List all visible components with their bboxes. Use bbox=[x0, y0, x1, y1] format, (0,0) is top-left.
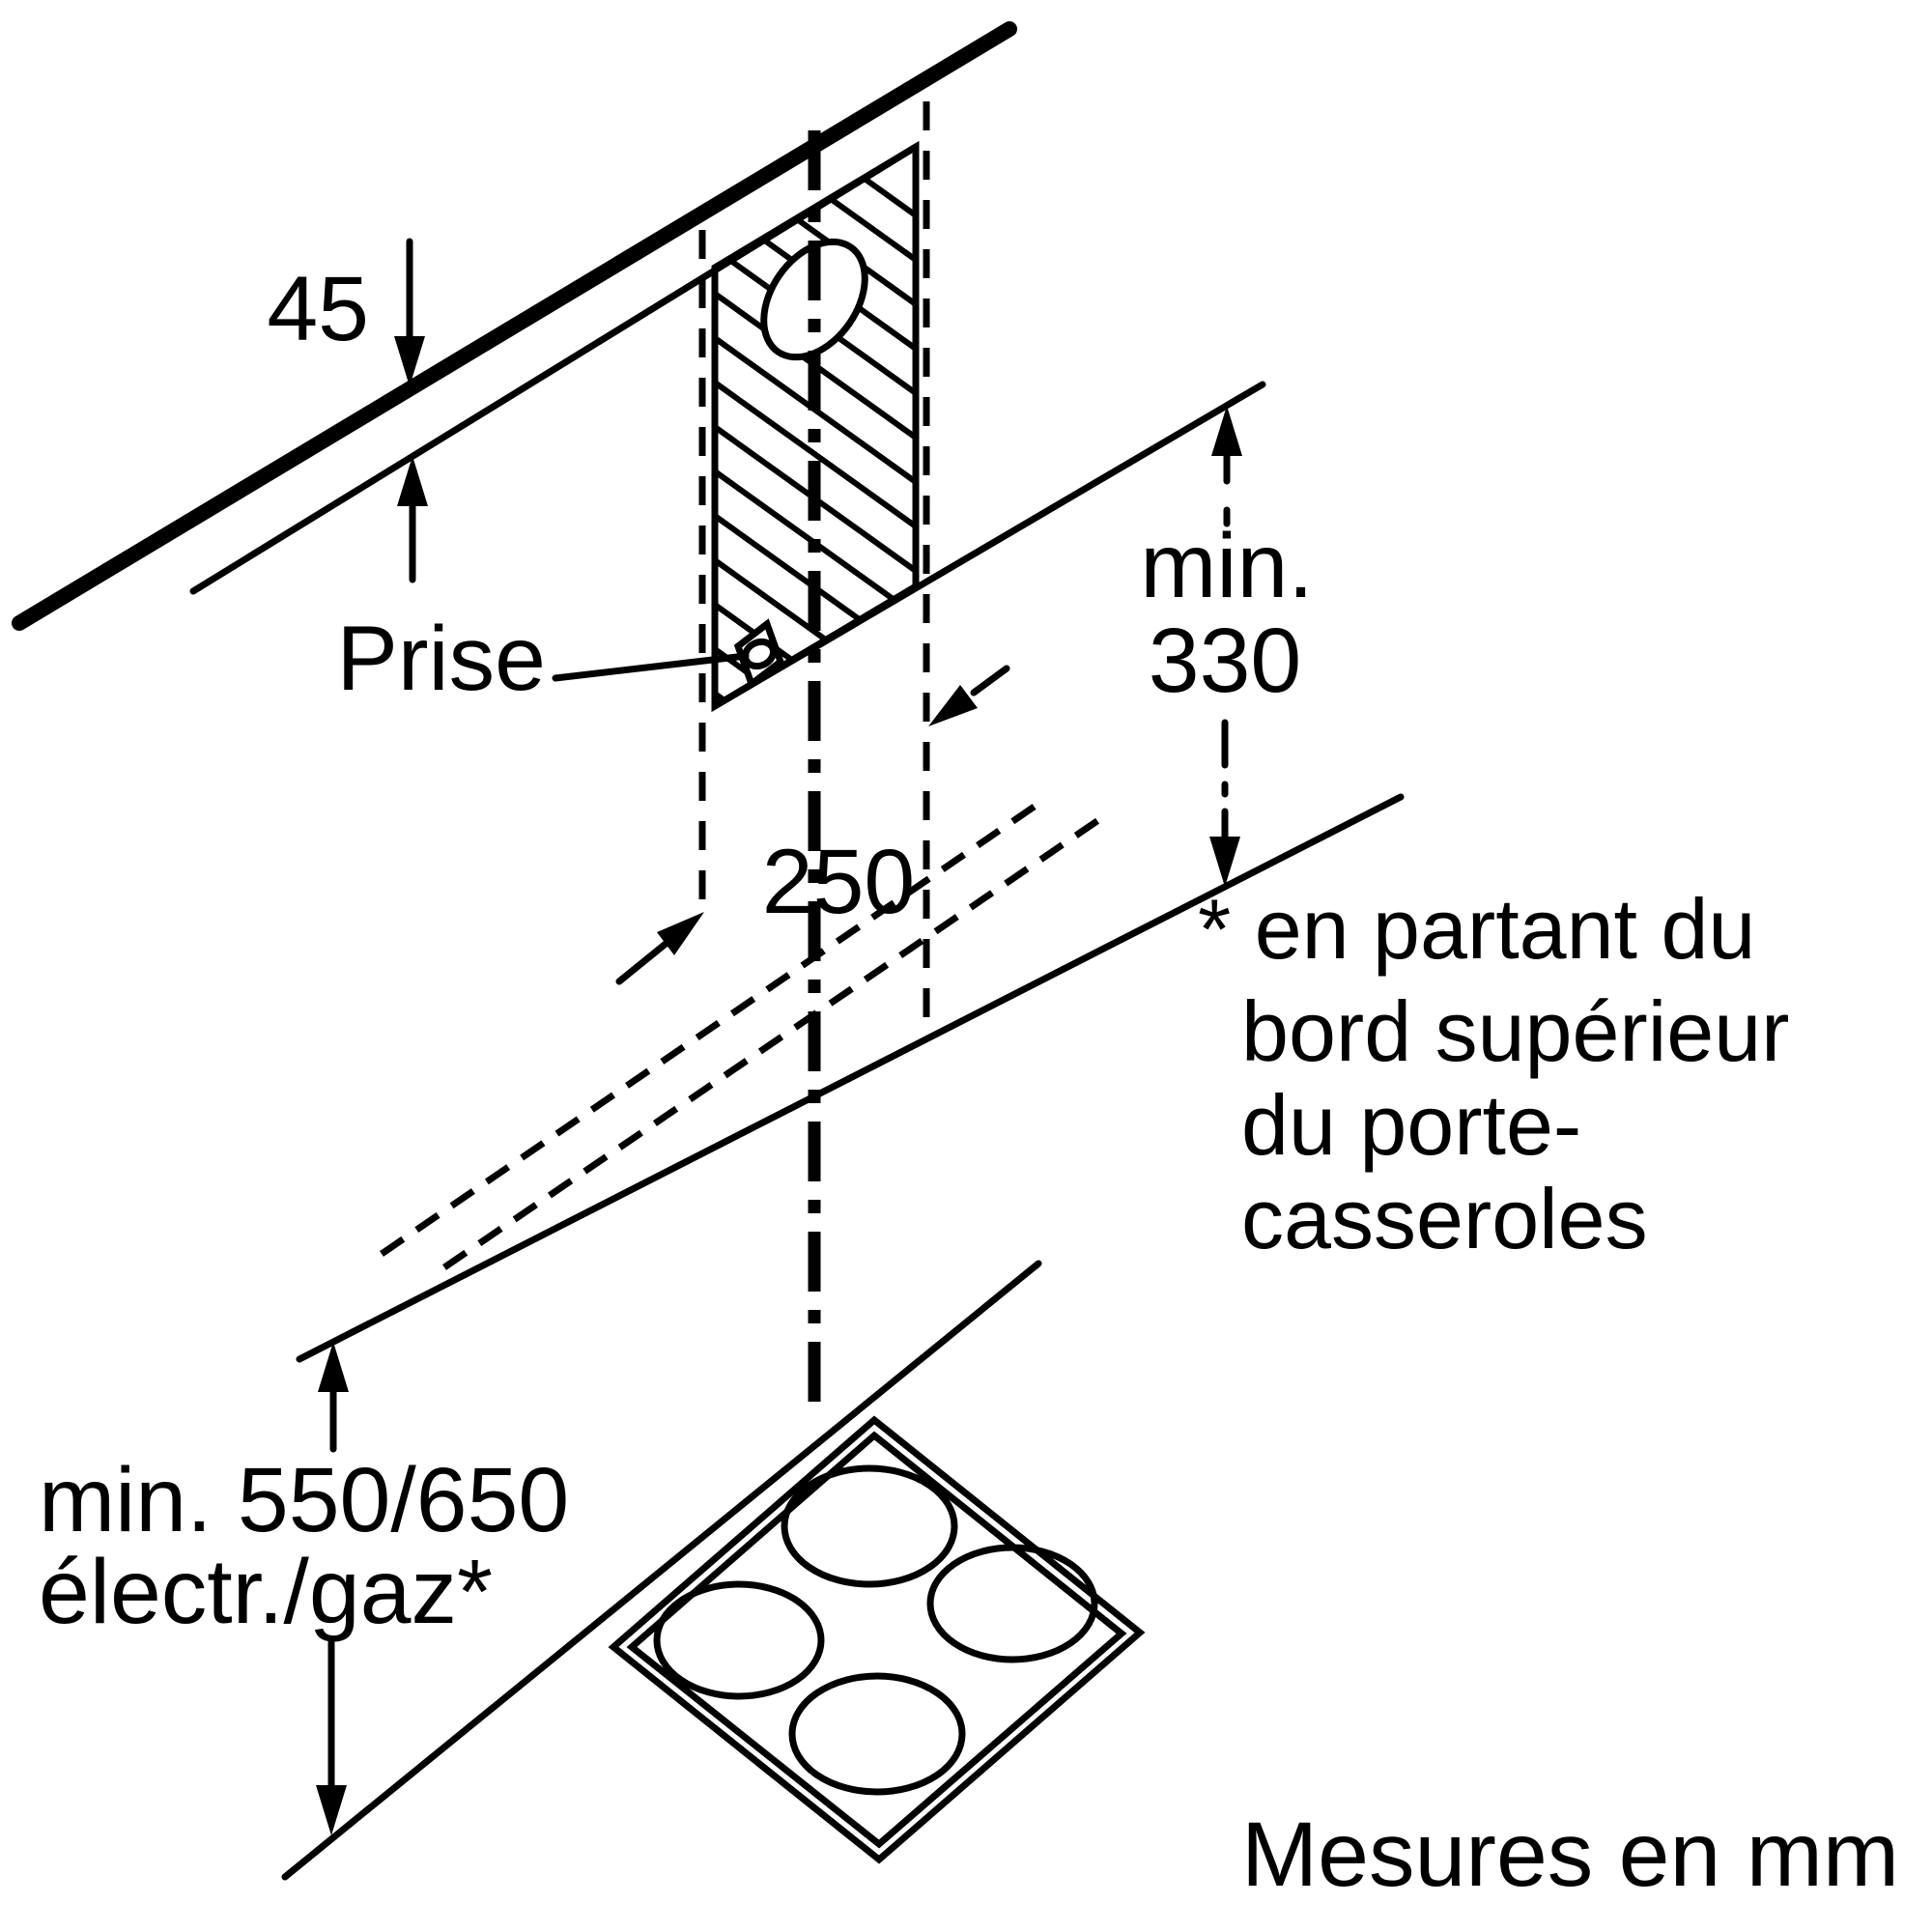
dim-45-arrow-down bbox=[394, 238, 425, 386]
footnote-line-1: * en partant du bbox=[1198, 881, 1755, 977]
dim-250-label: 250 bbox=[762, 831, 916, 933]
ceiling-edge-line bbox=[12, 21, 1017, 631]
footnote-line-3: du porte- bbox=[1241, 1077, 1581, 1173]
pan-rest-edge-line bbox=[296, 793, 1405, 1363]
dim-550-arrow-up bbox=[318, 1342, 349, 1453]
burner-top bbox=[781, 1464, 958, 1588]
dim-45-arrow-up bbox=[397, 456, 428, 583]
socket-icon bbox=[733, 618, 785, 690]
dim-250-arrow-right bbox=[928, 665, 1010, 726]
dim-250-arrow-left bbox=[615, 912, 704, 985]
footnote-line-2: bord supérieur bbox=[1241, 983, 1789, 1079]
worktop-edge-line bbox=[281, 1260, 1042, 1881]
dim-550-arrow-down bbox=[316, 1638, 347, 1835]
burner-bottom bbox=[788, 1672, 966, 1796]
burner-right bbox=[926, 1544, 1098, 1663]
hob-outline bbox=[608, 1415, 1146, 1864]
socket-leader-line bbox=[552, 652, 750, 682]
footnote-line-4: casseroles bbox=[1241, 1171, 1648, 1266]
dim-330-arrow-up bbox=[1211, 406, 1242, 527]
dim-330-min-label: min. bbox=[1140, 515, 1313, 617]
dim-330-arrow-down bbox=[1209, 719, 1240, 887]
dim-550-label-line2: électr./gaz* bbox=[39, 1541, 493, 1643]
socket-label: Prise bbox=[337, 608, 546, 710]
dim-550-label-line1: min. 550/650 bbox=[39, 1449, 569, 1551]
footnote-text: * en partant du bord supérieur du porte-… bbox=[1198, 881, 1789, 1266]
dim-45-label: 45 bbox=[267, 258, 369, 360]
hidden-hood-edge-line-2 bbox=[442, 815, 1103, 1270]
dim-330-value-label: 330 bbox=[1149, 610, 1302, 712]
hidden-hood-edge-line-1 bbox=[380, 801, 1040, 1257]
burner-left bbox=[653, 1580, 825, 1700]
units-note: Mesures en mm bbox=[1241, 1804, 1899, 1906]
hood-top-reference-line bbox=[711, 381, 1266, 710]
